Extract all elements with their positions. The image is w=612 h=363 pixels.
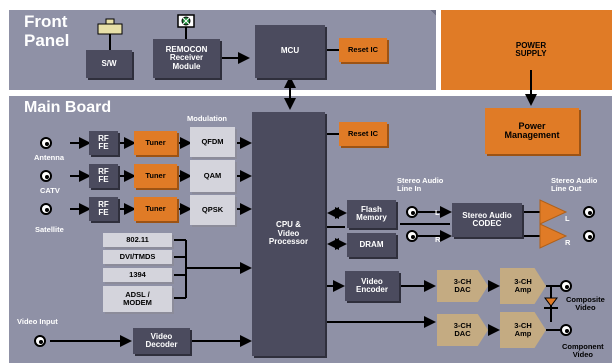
mcu-block: MCU (255, 25, 325, 78)
tuner-catv: Tuner (134, 164, 177, 188)
composite-video-connector (560, 280, 572, 292)
video-encoder-block: Video Encoder (345, 271, 399, 301)
audio-out-right-connector (583, 230, 595, 242)
rf-fe-satellite: RF FE (89, 197, 118, 221)
remocon-receiver-block: REMOCON Receiver Module (153, 39, 220, 78)
power-management-block: Power Management (485, 108, 579, 154)
catv-connector (40, 170, 52, 182)
video-input-connector (34, 335, 46, 347)
front-panel-title: Front Panel (24, 12, 70, 50)
dac-block-component: 3-CH DAC (437, 314, 488, 346)
component-video-connector (560, 324, 572, 336)
audio-codec-block: Stereo Audio CODEC (452, 203, 522, 237)
audio-line-out-label: Stereo Audio Line Out (551, 176, 598, 193)
mod-qpsk: QPSK (190, 195, 235, 225)
audio-out-left-connector (583, 206, 595, 218)
cpu-reset-ic-block: Reset IC (339, 122, 387, 146)
power-supply-label: POWER SUPPLY (515, 41, 547, 59)
composite-video-label: Composite Video (566, 295, 605, 312)
mod-qam: QAM (190, 160, 235, 192)
interface-adsl-modem: ADSL / MODEM (103, 286, 172, 312)
audio-line-in-label: Stereo Audio Line In (397, 176, 444, 193)
audio-out-right-label: R (565, 238, 571, 247)
dram-block: DRAM (347, 233, 396, 257)
modulation-label: Modulation (187, 114, 227, 123)
flash-memory-block: Flash Memory (347, 200, 396, 228)
satellite-connector (40, 203, 52, 215)
catv-label: CATV (40, 186, 60, 195)
front-reset-ic-block: Reset IC (339, 38, 387, 62)
interface-dvi-tmds: DVI/TMDS (103, 250, 172, 264)
component-video-label: Component Video (562, 342, 604, 359)
tuner-satellite: Tuner (134, 197, 177, 221)
audio-in-left-connector (406, 206, 418, 218)
satellite-label: Satellite (35, 225, 64, 234)
rf-fe-antenna: RF FE (89, 131, 118, 155)
audio-in-right-label: R (435, 235, 441, 244)
antenna-label: Antenna (34, 153, 64, 162)
dac-block-composite: 3-CH DAC (437, 270, 488, 302)
rf-fe-catv: RF FE (89, 164, 118, 188)
audio-out-left-label: L (565, 214, 570, 223)
sw-block: S/W (86, 50, 132, 78)
interface-80211: 802.11 (103, 233, 172, 247)
antenna-connector (40, 137, 52, 149)
audio-in-left-label: L (435, 208, 440, 217)
amp-block-composite: 3-CH Amp (500, 268, 546, 304)
interface-1394: 1394 (103, 268, 172, 282)
video-decoder-block: Video Decoder (133, 328, 190, 354)
cpu-video-processor-block: CPU & Video Processor (252, 112, 325, 356)
audio-in-right-connector (406, 230, 418, 242)
amp-block-component: 3-CH Amp (500, 312, 546, 348)
tuner-antenna: Tuner (134, 131, 177, 155)
main-board-title: Main Board (24, 99, 112, 116)
mod-qfdm: QFDM (190, 127, 235, 157)
video-input-label: Video Input (17, 317, 58, 326)
